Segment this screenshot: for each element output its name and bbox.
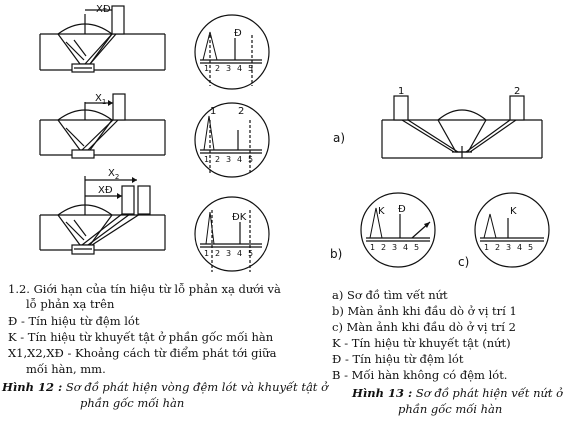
fig13-label-c: c) xyxy=(458,255,469,269)
fig13-screenb-scale-tick: 5 xyxy=(414,243,419,252)
label-xd-3: XĐ xyxy=(98,185,113,196)
fig13-caption-line2: phần gốc mối hàn xyxy=(398,402,503,416)
fig12-legend-3: K - Tín hiệu từ khuyết tật ở phần gốc mố… xyxy=(8,330,274,344)
screen1-signal-d: Đ xyxy=(234,28,242,39)
fig13-label-a: a) xyxy=(333,131,345,145)
fig13-screenc-scale-tick: 1 xyxy=(484,243,489,252)
fig13-screenc-scale-tick: 5 xyxy=(528,243,533,252)
screen2-probe2: 2 xyxy=(238,106,244,117)
fig12-screen1-scale-tick: 4 xyxy=(237,64,242,73)
fig12-weld-1 xyxy=(39,5,166,73)
fig13-screenb-scale-tick: 3 xyxy=(392,243,397,252)
fig12-screen3-scale-tick: 2 xyxy=(215,249,220,258)
fig12-screen2-scale-tick: 3 xyxy=(226,155,231,164)
screen3-signal-dk: ĐK xyxy=(232,212,247,223)
fig12-weld-3 xyxy=(39,176,166,255)
fig13-signal-k: K xyxy=(378,206,385,217)
fig12-screen1-scale-tick: 5 xyxy=(248,64,253,73)
fig13-legend-4: K - Tín hiệu từ khuyết tật (nứt) xyxy=(332,336,511,350)
fig12-screen1-scale-tick: 1 xyxy=(204,64,209,73)
label-x2: X2 xyxy=(108,168,119,181)
fig12-weld-2 xyxy=(39,93,166,159)
label-x1: X1 xyxy=(95,93,106,106)
fig13-screenc-scale-tick: 4 xyxy=(517,243,522,252)
fig12-legend-1a: 1.2. Giới hạn của tín hiệu từ lỗ phản xạ… xyxy=(8,282,281,296)
fig12-caption: Hình 12 : Sơ đồ phát hiện vòng đệm lót v… xyxy=(2,380,329,394)
fig13-screenb-scale-tick: 2 xyxy=(381,243,386,252)
screen2-probe1: 1 xyxy=(210,106,216,117)
fig12-screen-2 xyxy=(194,102,270,178)
fig12-screen3-scale-tick: 1 xyxy=(204,249,209,258)
fig13-screenb-scale-tick: 1 xyxy=(370,243,375,252)
fig13-screen-b xyxy=(360,192,436,268)
fig12-screen2-scale-tick: 5 xyxy=(248,155,253,164)
fig12-screen2-scale-tick: 4 xyxy=(237,155,242,164)
fig12-screen2-scale-tick: 2 xyxy=(215,155,220,164)
label-xd: XĐ xyxy=(96,4,111,15)
fig13-probe1: 1 xyxy=(398,86,404,97)
fig13-screenc-scale-tick: 2 xyxy=(495,243,500,252)
fig12-screen-3 xyxy=(194,196,270,272)
fig13-legend-1: a) Sơ đồ tìm vết nứt xyxy=(332,288,448,302)
fig13-caption: Hình 13 : Sơ đồ phát hiện vết nứt ở xyxy=(352,386,563,400)
fig13-legend-3: c) Màn ảnh khi đầu dò ở vị trí 2 xyxy=(332,320,516,334)
fig12-legend-4: X1,X2,XĐ - Khoảng cách từ điểm phát tới … xyxy=(8,346,277,360)
fig12-legend-4b: mối hàn, mm. xyxy=(26,362,106,376)
fig13-weld xyxy=(381,95,543,159)
fig12-screen3-scale-tick: 3 xyxy=(226,249,231,258)
fig12-legend-2: Đ - Tín hiệu từ đệm lót xyxy=(8,314,140,328)
fig13-legend-2: b) Màn ảnh khi đầu dò ở vị trí 1 xyxy=(332,304,517,318)
fig12-screen3-scale-tick: 5 xyxy=(248,249,253,258)
fig12-legend-1b: lỗ phản xạ trên xyxy=(26,297,115,311)
fig13-label-b: b) xyxy=(330,247,342,261)
fig12-screen3-scale-tick: 4 xyxy=(237,249,242,258)
fig12-screen-1 xyxy=(194,14,270,90)
fig13-signal-k2: K xyxy=(510,206,517,217)
fig13-legend-6: B - Mối hàn không có đệm lót. xyxy=(332,368,508,382)
fig13-screenb-scale-tick: 4 xyxy=(403,243,408,252)
fig13-screenc-scale-tick: 3 xyxy=(506,243,511,252)
fig13-probe2: 2 xyxy=(514,86,520,97)
fig12-screen1-scale-tick: 2 xyxy=(215,64,220,73)
fig12-caption-line2: phần gốc mối hàn xyxy=(80,396,185,410)
fig13-screen-c xyxy=(474,192,550,268)
fig12-screen2-scale-tick: 1 xyxy=(204,155,209,164)
fig12-screen1-scale-tick: 3 xyxy=(226,64,231,73)
fig13-signal-d: Đ xyxy=(398,204,406,215)
fig13-legend-5: Đ - Tín hiệu từ đệm lót xyxy=(332,352,464,366)
